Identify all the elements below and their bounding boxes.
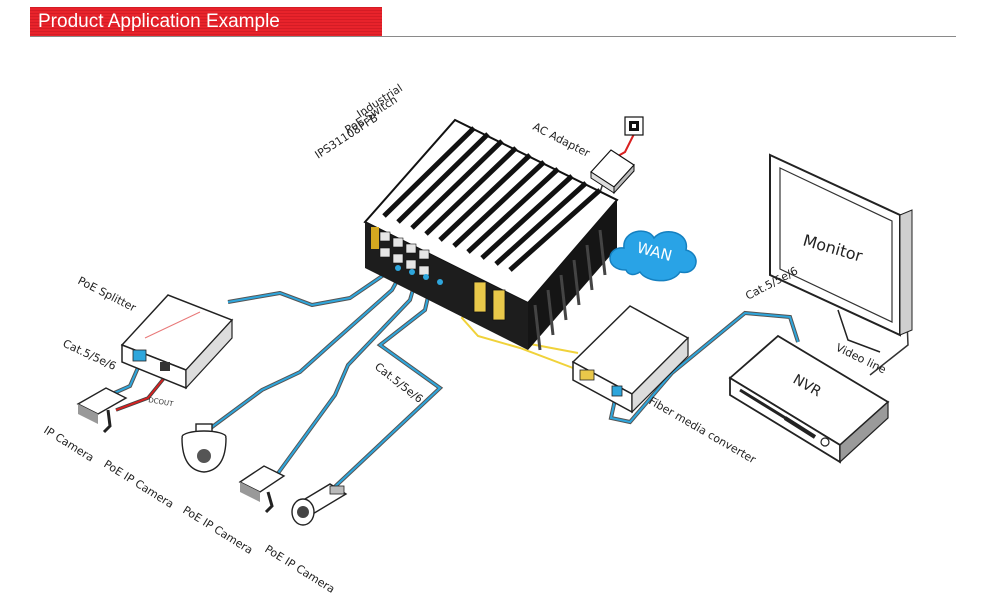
poe-ip-camera-label-3: PoE IP Camera xyxy=(262,543,337,596)
section-title: Product Application Example xyxy=(38,11,280,32)
cat-cable-label-left: Cat.5/5e/6 xyxy=(61,337,119,373)
fiber-media-converter xyxy=(571,305,690,414)
header-banner xyxy=(30,7,382,37)
speed-dome-camera xyxy=(181,423,227,473)
wan-cloud xyxy=(609,230,697,282)
ac-adapter-label: AC Adapter xyxy=(531,120,593,160)
poe-splitter-label: PoE Splitter xyxy=(76,274,139,315)
poe-ip-camera-label-2: PoE IP Camera xyxy=(180,504,255,557)
fiber-media-converter-label: Fiber media converter xyxy=(647,394,759,466)
switch-label: Industrial PoE Switch IPS31108PFB xyxy=(313,82,405,162)
poe-splitter xyxy=(120,294,234,390)
cat-cable-label-center: Cat.5/5e/6 xyxy=(372,360,425,406)
nvr xyxy=(728,334,890,464)
cable-switch-to-box-camera xyxy=(323,274,444,498)
header-divider xyxy=(30,36,956,37)
ip-camera xyxy=(76,387,128,434)
power-outlet xyxy=(624,116,644,136)
industrial-poe-switch xyxy=(363,118,619,351)
poe-ip-camera-label-1: PoE IP Camera xyxy=(101,458,176,511)
bullet-camera xyxy=(291,483,348,526)
power-cable-dcout xyxy=(115,375,167,412)
dcout-label: DCOUT xyxy=(148,396,175,408)
box-camera xyxy=(238,465,286,514)
ac-adapter xyxy=(590,149,635,195)
video-line-label: Video line xyxy=(834,341,889,377)
ip-camera-label: IP Camera xyxy=(41,424,96,465)
cable-splitter-to-switch xyxy=(227,266,396,307)
monitor xyxy=(769,153,913,353)
cable-converter-to-nvr xyxy=(608,310,800,425)
switch-model-number: IPS31108PFB xyxy=(313,111,381,161)
cable-switch-to-speed-dome xyxy=(206,269,405,432)
cable-splitter-to-camera xyxy=(111,362,142,396)
